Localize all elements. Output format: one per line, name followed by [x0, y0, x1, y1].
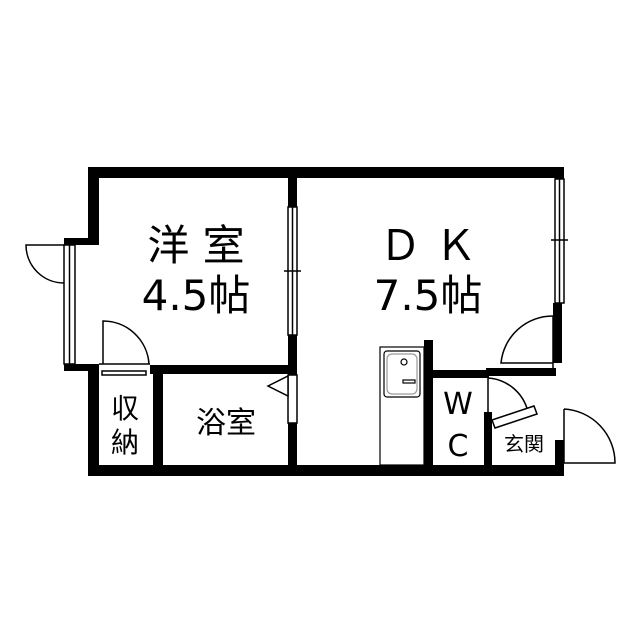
wall-left-jog-top	[64, 238, 99, 245]
partition-west-horizontal	[150, 365, 297, 374]
toilet-label-2: C	[448, 429, 469, 464]
dining-kitchen-size: 7.5帖	[374, 271, 483, 320]
wc-wall-top	[424, 370, 489, 378]
door-dk-right	[500, 315, 554, 364]
storage-door	[101, 370, 147, 376]
storage-label-1: 収	[111, 392, 139, 425]
bathroom-label: 浴室	[196, 406, 256, 441]
bath-door-frame	[287, 374, 298, 424]
partition-center-bath	[288, 423, 297, 475]
walls	[64, 167, 564, 476]
dining-kitchen-name: Ｄ Ｋ	[379, 221, 476, 270]
door-entrance	[563, 408, 616, 464]
wall-left-jog-bottom	[64, 364, 99, 371]
windows	[63, 178, 568, 424]
wc-wall-left	[424, 340, 433, 476]
bath-door-marker	[266, 374, 289, 398]
partition-center-lower	[288, 335, 297, 375]
wall-right-lower	[555, 440, 564, 476]
wall-right-upper	[555, 167, 564, 179]
wc-wall-right	[484, 412, 492, 476]
toilet-label-1: W	[443, 387, 473, 422]
door-left-exterior	[25, 244, 65, 284]
partition-storage	[153, 365, 163, 475]
western-room-name: 洋 室	[147, 221, 244, 270]
western-room-size: 4.5帖	[142, 271, 251, 320]
entrance-wall-top	[486, 368, 556, 376]
wall-top	[88, 167, 564, 178]
kitchen-sink	[379, 346, 425, 466]
wall-right-middle	[553, 303, 562, 363]
entrance-label: 玄関	[504, 432, 544, 456]
wc-step	[491, 405, 538, 429]
door-western-room	[102, 320, 150, 365]
doors	[25, 244, 616, 464]
partition-center-upper	[288, 167, 297, 207]
wall-bottom	[88, 465, 564, 476]
wall-left-lower	[88, 365, 99, 476]
wall-left-upper	[88, 167, 99, 239]
storage-label-2: 納	[111, 426, 139, 459]
